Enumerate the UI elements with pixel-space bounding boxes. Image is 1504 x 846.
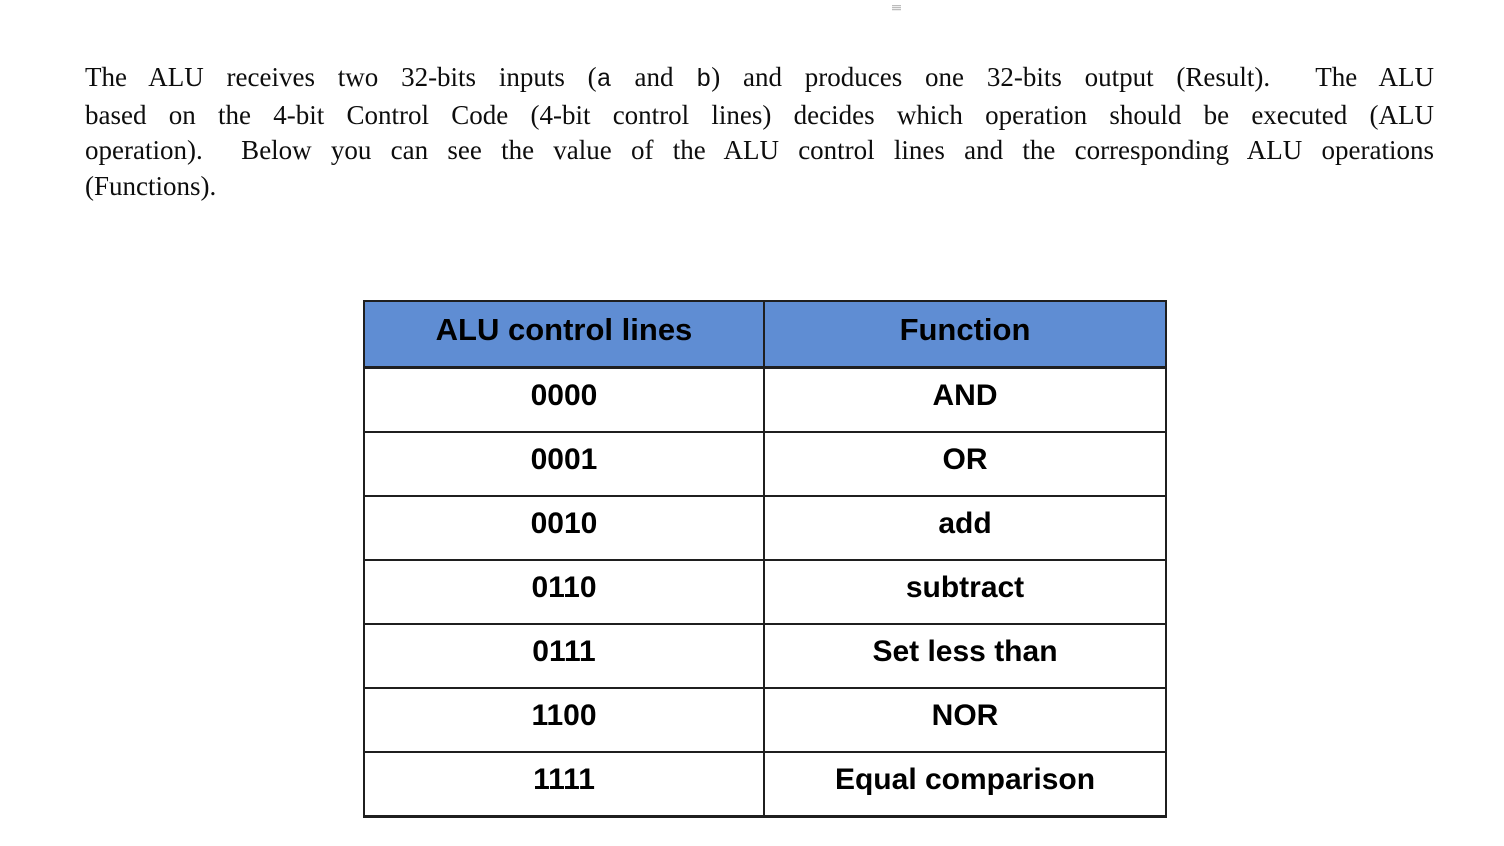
control-lines-cell: 0000 [363, 366, 765, 433]
paragraph-line-1: The ALU receives two 32-bits inputs (a a… [85, 60, 1434, 98]
control-lines-cell: 1111 [363, 751, 765, 818]
control-lines-cell: 1100 [363, 687, 765, 753]
function-cell: OR [763, 431, 1167, 497]
inline-code-a: a [596, 65, 612, 94]
paragraph-line-3: operation). Below you can see the value … [85, 135, 1434, 165]
paragraph-text: The ALU receives two 32-bits inputs ( [85, 62, 597, 92]
function-cell: Equal comparison [763, 751, 1167, 818]
function-cell: Set less than [763, 623, 1167, 689]
paragraph-line-2: based on the 4-bit Control Code (4-bit c… [85, 99, 1434, 130]
table-row: 0000 AND [363, 366, 1167, 433]
smudge-artifact [892, 5, 901, 11]
function-cell: subtract [763, 559, 1167, 625]
alu-function-table: ALU control lines Function 0000 AND 0001… [363, 300, 1167, 818]
inline-code-b: b [696, 65, 712, 94]
table-row: 1100 NOR [363, 687, 1167, 753]
function-cell: add [763, 495, 1167, 561]
function-cell: NOR [763, 687, 1167, 753]
control-lines-cell: 0001 [363, 431, 765, 497]
table-header-control-lines: ALU control lines [363, 300, 765, 369]
function-cell: AND [763, 366, 1167, 433]
control-lines-cell: 0111 [363, 623, 765, 689]
table-row: 1111 Equal comparison [363, 751, 1167, 818]
table-header-function: Function [763, 300, 1167, 369]
table-row: 0110 subtract [363, 559, 1167, 625]
control-lines-cell: 0010 [363, 495, 765, 561]
table-row: 0010 add [363, 495, 1167, 561]
table-row: 0001 OR [363, 431, 1167, 497]
paragraph-text: ) and produces one 32-bits output (Resul… [711, 62, 1435, 92]
intro-paragraph: The ALU receives two 32-bits inputs (a a… [85, 60, 1434, 204]
paragraph-line-4: (Functions). [85, 170, 217, 201]
table-row: 0111 Set less than [363, 623, 1167, 689]
control-lines-cell: 0110 [363, 559, 765, 625]
paragraph-text: and [611, 62, 697, 92]
table-header-row: ALU control lines Function [363, 300, 1167, 369]
